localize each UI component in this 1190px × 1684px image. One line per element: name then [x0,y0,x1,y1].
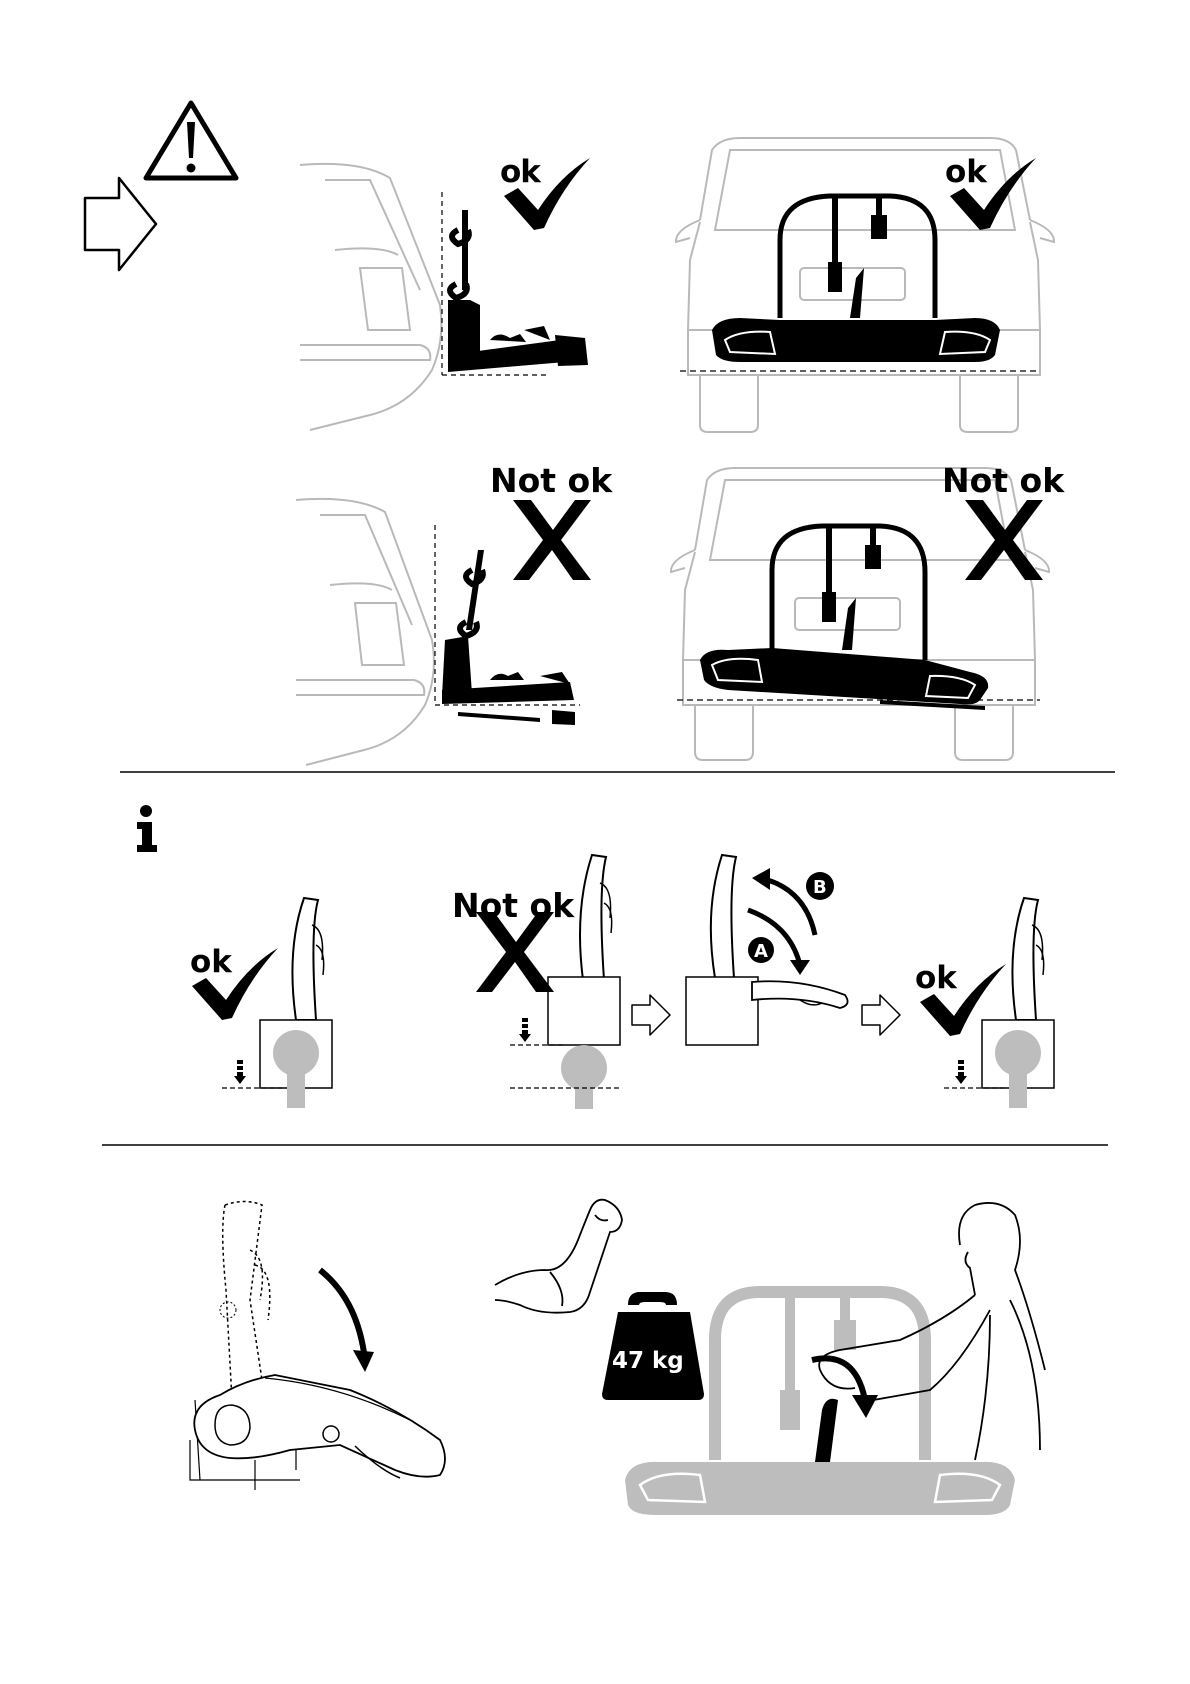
car-rear-view-ok [676,138,1054,432]
bike-carrier-side-ok [442,192,588,375]
car-side-view-not-ok [296,499,434,765]
arrow-right-outline-icon [632,995,670,1035]
car-rear-view-not-ok [671,468,1049,760]
not-ok-label: Not ok [490,461,613,500]
arrow-right-outline-icon [862,995,900,1035]
coupling-head-ok-final [944,898,1054,1108]
weight-label: 47 kg [612,1348,684,1374]
ok-label: ok [945,154,988,190]
arrow-right-outline-icon [85,178,156,270]
ok-label: ok [190,944,233,980]
badge-b-label: B [813,877,827,898]
cross-icon [965,500,1043,580]
not-ok-label: Not ok [452,886,575,925]
car-side-view-ok [300,164,441,430]
badge-a-label: A [754,941,768,962]
cross-icon [513,500,591,580]
warning-triangle-icon [146,103,236,178]
ok-label: ok [500,154,542,190]
not-ok-label: Not ok [942,461,1065,500]
info-icon [137,805,157,852]
weight-icon [602,1292,704,1400]
ok-label: ok [915,960,958,996]
strong-arm-icon [495,1200,622,1313]
carrier-folding-illustration [190,1202,445,1491]
